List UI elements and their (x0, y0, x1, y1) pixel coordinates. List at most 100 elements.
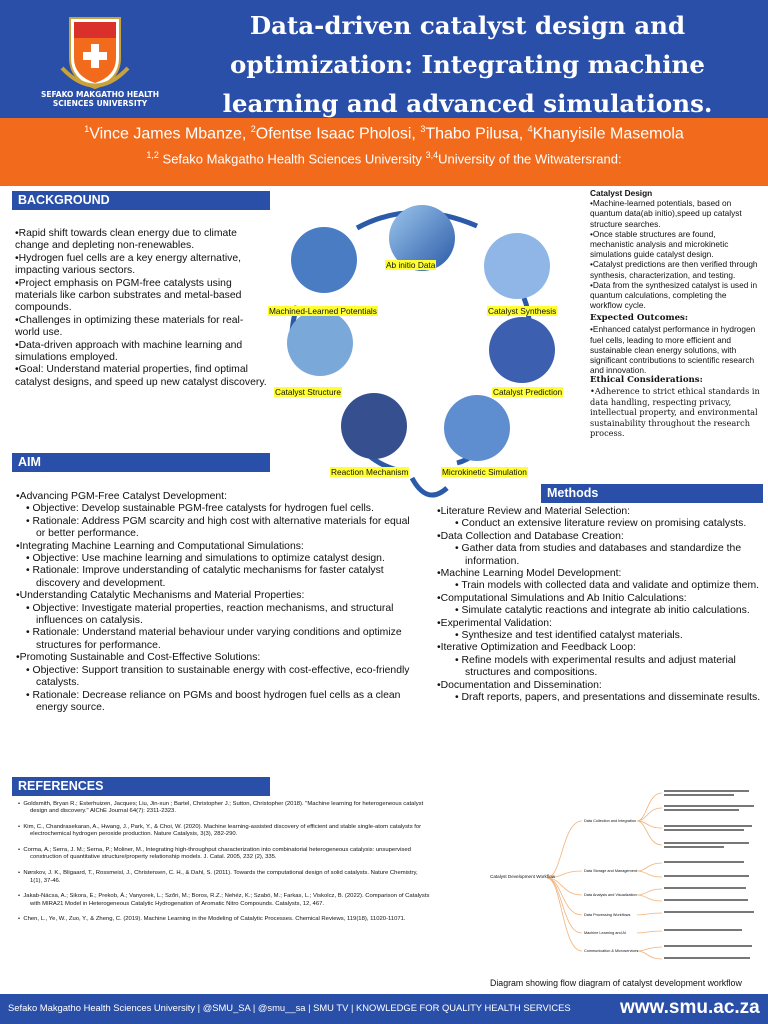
aim-objective-text: Objective: Investigate material properti… (32, 602, 394, 627)
cycle-label: Machined-Learned Potentials (268, 306, 378, 316)
expected-outcomes-heading: Expected Outcomes: (590, 313, 689, 324)
method-title: •Data Collection and Database Creation: (437, 530, 624, 542)
reference-text: Nørskov, J. K., Bligaard, T., Rossmeisl,… (23, 870, 418, 884)
author-sup: 3 (420, 124, 426, 134)
reference-item: • Goldsmith, Bryan R.; Esterhuizen, Jacq… (18, 801, 424, 815)
aim-objective-text: Objective: Support transition to sustain… (32, 664, 410, 689)
affil-name: University of the Witwatersrand: (438, 151, 622, 167)
reference-item: • Nørskov, J. K., Bligaard, T., Rossmeis… (18, 870, 418, 884)
prediction-image-icon (489, 317, 555, 383)
aim-group-title: •Integrating Machine Learning and Comput… (16, 540, 304, 552)
ethical-heading: Ethical Considerations: (590, 375, 703, 386)
title-line: optimization: Integrating machine (230, 50, 705, 79)
method-title: •Documentation and Dissemination: (437, 679, 602, 691)
method-detail-text: Gather data from studies and databases a… (461, 543, 742, 567)
mechanism-image-icon (341, 393, 407, 459)
flow-branch: Machine Learning and AI (584, 931, 627, 935)
flow-caption: Diagram showing flow diagram of catalyst… (490, 978, 742, 988)
method-detail-text: Refine models with experimental results … (461, 654, 736, 679)
methods-list: •Literature Review and Material Selectio… (437, 506, 765, 705)
affil-sup: 3,4 (425, 150, 439, 160)
method-detail: • Refine models with experimental result… (455, 654, 736, 679)
title-line: Data-driven catalyst design and (249, 11, 686, 40)
catalyst-design-heading: Catalyst Design (590, 188, 653, 198)
university-crest-icon (60, 17, 130, 90)
title-line: learning and advanced simulations. (222, 89, 713, 118)
method-title: •Machine Learning Model Development: (437, 568, 622, 580)
poster-title: Data-driven catalyst design and optimiza… (175, 6, 760, 123)
reference-text: Chen, L., Ye, W., Zuo, Y., & Zheng, C. (… (23, 916, 406, 923)
aim-group-title: •Promoting Sustainable and Cost-Effectiv… (16, 652, 261, 664)
method-detail: • Simulate catalytic reactions and integ… (455, 605, 750, 617)
references-list: • Goldsmith, Bryan R.; Esterhuizen, Jacq… (18, 801, 430, 932)
author-name: Khanyisile Masemola (532, 125, 684, 143)
reference-text: Jakab-Nácsa, A.; Sikora, E.; Prekob, Á.;… (23, 893, 430, 907)
reference-text: Kim, C., Chandrasekaran, A., Hwang, J., … (23, 824, 422, 838)
footer-bar (0, 994, 768, 1024)
list-item: •Rapid shift towards clean energy due to… (15, 228, 237, 252)
aim-objective: • Objective: Use machine learning and si… (26, 553, 385, 565)
aim-objective-text: Objective: Use machine learning and simu… (32, 553, 385, 565)
list-item: •Once stable structures are found, mecha… (590, 228, 729, 260)
footer-url-link[interactable]: www.smu.ac.za (620, 997, 760, 1018)
list-item: •Hydrogen fuel cells are a key energy al… (15, 252, 242, 277)
method-title: •Literature Review and Material Selectio… (437, 506, 631, 517)
footer-social-text: Sefako Makgatho Health Sciences Universi… (8, 1002, 571, 1013)
list-item: •Adherence to strict ethical standards i… (590, 386, 760, 439)
synthesis-image-icon (484, 233, 550, 299)
author-bar (0, 118, 768, 186)
author-sup: 4 (527, 124, 533, 134)
method-detail: • Conduct an extensive literature review… (455, 518, 747, 530)
right-column-text: Catalyst Design •Machine-learned potenti… (590, 188, 760, 438)
flow-branch: Data Storage and Management (584, 869, 637, 873)
aim-rationale: • Rationale: Decrease reliance on PGMs a… (26, 689, 401, 713)
method-title: •Experimental Validation: (437, 617, 552, 629)
list-item: •Machine-learned potentials, based on qu… (590, 198, 742, 229)
flow-branch: Communication & Microservices (584, 949, 639, 953)
affil-sup: 1,2 (146, 150, 159, 160)
reference-item: • Jakab-Nácsa, A.; Sikora, E.; Prekob, Á… (18, 893, 430, 907)
workflow-mindmap (487, 783, 762, 975)
method-detail-text: Simulate catalytic reactions and integra… (461, 605, 750, 617)
affil-name: Sefako Makgatho Health Sciences Universi… (158, 151, 426, 167)
catalyst-cycle-diagram: Ab initio Data Catalyst Synthesis Cataly… (262, 188, 592, 503)
list-item: •Project emphasis on PGM-free catalysts … (15, 277, 242, 314)
reference-item: • Chen, L., Ye, W., Zuo, Y., & Zheng, C.… (18, 916, 406, 923)
aim-rationale-text: Rationale: Understand material behaviour… (32, 627, 402, 651)
reference-item: • Kim, C., Chandrasekaran, A., Hwang, J.… (18, 824, 422, 838)
cycle-label: Ab initio Data (385, 260, 437, 270)
flow-branch: Data Collection and Integration (584, 819, 637, 823)
aim-group-title: •Understanding Catalytic Mechanisms and … (16, 590, 305, 602)
aim-rationale: • Rationale: Understand material behavio… (26, 627, 402, 651)
methods-heading: Methods (541, 484, 763, 503)
reference-text: Goldsmith, Bryan R.; Esterhuizen, Jacque… (23, 801, 424, 815)
aim-rationale: • Rationale: Improve understanding of ca… (26, 565, 384, 589)
list-item: •Data-driven approach with machine learn… (15, 339, 243, 364)
author-name: Ofentse Isaac Pholosi, (255, 125, 421, 143)
list-item: •Goal: Understand material properties, f… (15, 364, 267, 388)
author-sup: 1 (84, 124, 90, 134)
aim-objective: • Objective: Develop sustainable PGM-fre… (26, 503, 374, 515)
method-detail-text: Conduct an extensive literature review o… (461, 518, 747, 530)
reference-text: Corma, A.; Serra, J. M.; Serna, P.; Moli… (23, 847, 411, 861)
list-item: •Challenges in optimizing these material… (15, 314, 244, 339)
aim-rationale: • Rationale: Address PGM scarcity and hi… (26, 515, 410, 540)
method-detail-text: Synthesize and test identified catalyst … (461, 630, 683, 642)
list-item: •Catalyst predictions are then verified … (590, 259, 758, 280)
ml-potentials-image-icon (291, 227, 357, 293)
background-heading: BACKGROUND (12, 191, 270, 210)
author-name: Thabo Pilusa, (425, 125, 528, 143)
method-title: •Iterative Optimization and Feedback Loo… (437, 642, 636, 654)
cycle-label: Catalyst Synthesis (487, 306, 558, 316)
list-item: •Data from the synthesized catalyst is u… (590, 279, 758, 311)
author-list: 1Vince James Mbanze, 2Ofentse Isaac Phol… (0, 124, 768, 143)
cycle-label: Catalyst Structure (274, 387, 342, 397)
aim-objective: • Objective: Investigate material proper… (26, 602, 394, 627)
aim-group-title: •Advancing PGM-Free Catalyst Development… (16, 491, 227, 502)
affiliations: 1,2 Sefako Makgatho Health Sciences Univ… (0, 150, 768, 166)
method-title: •Computational Simulations and Ab Initio… (437, 592, 687, 604)
flow-branch: Data Processing Workflows (584, 913, 631, 917)
aim-objective-text: Objective: Develop sustainable PGM-free … (32, 503, 374, 515)
method-detail: • Draft reports, papers, and presentatio… (455, 692, 761, 704)
flow-branch: Data Analysis and Visualization (584, 893, 637, 897)
